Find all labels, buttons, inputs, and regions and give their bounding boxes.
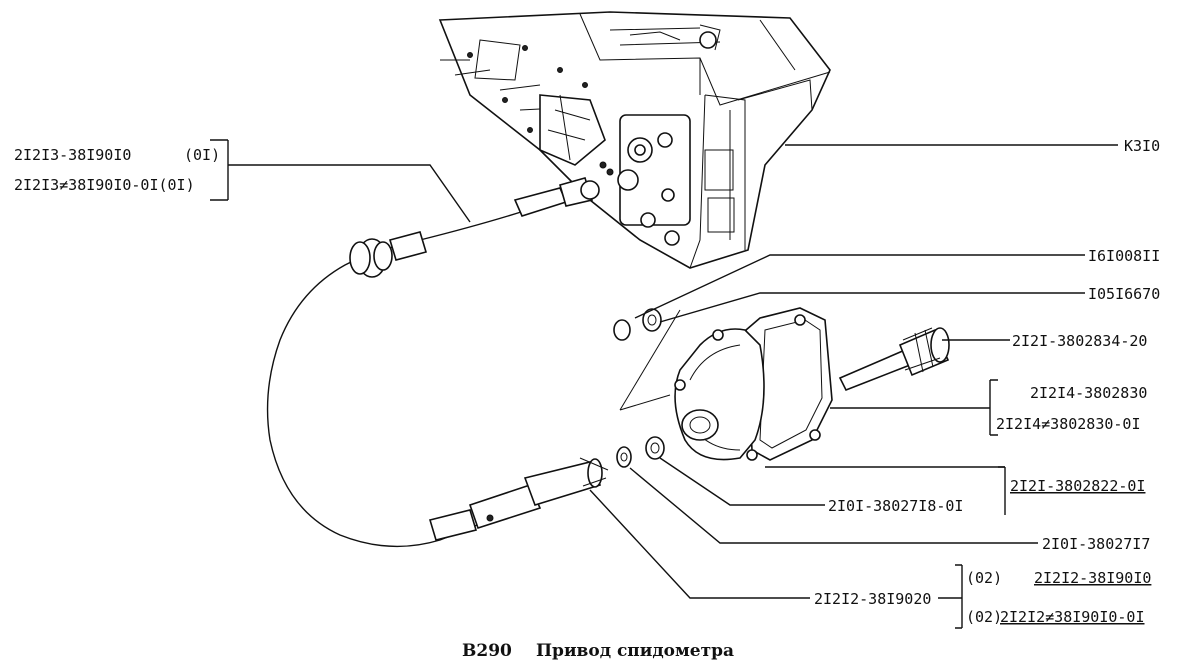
drive-housing xyxy=(674,307,833,461)
instrument-cluster xyxy=(438,11,831,269)
label-cable-alt: 2I2I3≠38I90I0-0I(0I) xyxy=(14,176,195,194)
label-kzo: К3I0 xyxy=(1124,137,1160,155)
label-cable-main: 2I2I3-38I90I0 xyxy=(14,146,131,164)
speedometer-cable xyxy=(266,177,609,548)
label-variant-code-1: (02) xyxy=(966,569,1002,587)
figure-title: B290 Привод спидометра xyxy=(462,641,734,661)
label-assembly: 2I2I-3802822-0I xyxy=(1010,477,1145,495)
label-seal-a: 2I0I-38027I8-0I xyxy=(828,497,963,515)
leader-lines xyxy=(210,139,1118,629)
label-housing-alt: 2I2I4≠3802830-0I xyxy=(996,415,1141,433)
label-seal-b: 2I0I-38027I7 xyxy=(1042,535,1150,553)
label-gear-shaft: 2I2I-3802834-20 xyxy=(1012,332,1147,350)
label-washer-a: I6I008II xyxy=(1088,247,1160,265)
figure-title-text: Привод спидометра xyxy=(536,641,734,661)
part-labels: 2I2I3-38I90I0 (0I) 2I2I3≠38I90I0-0I(0I) … xyxy=(14,137,1160,626)
label-cable-part: 2I2I2-38I9020 xyxy=(814,590,931,608)
drive-gear-shaft xyxy=(838,327,950,392)
label-variant-2: 2I2I2≠38I90I0-0I xyxy=(1000,608,1145,626)
small-washers xyxy=(613,308,681,468)
label-washer-b: I05I6670 xyxy=(1088,285,1160,303)
figure-code: B290 xyxy=(462,641,512,661)
label-housing-main: 2I2I4-3802830 xyxy=(1030,384,1147,402)
label-variant-1: 2I2I2-38I90I0 xyxy=(1034,569,1151,587)
label-cable-main-code: (0I) xyxy=(184,146,220,164)
label-variant-code-2: (02) xyxy=(966,608,1002,626)
